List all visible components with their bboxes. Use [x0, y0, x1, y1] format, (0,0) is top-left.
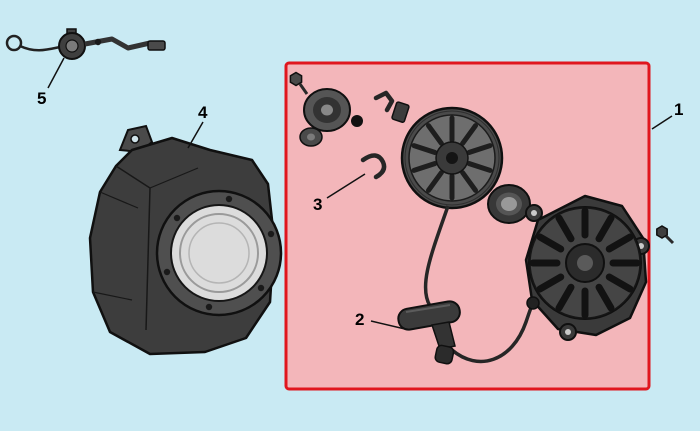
- bolt-head: [656, 225, 668, 239]
- leader-line-5: [47, 57, 65, 89]
- switch-button: [65, 39, 79, 53]
- callout-leader-lines: [47, 57, 673, 330]
- cassette-hole: [501, 197, 517, 211]
- callout-label-5: 5: [37, 89, 47, 108]
- starter-grip-handle: [397, 300, 461, 365]
- reel-hub-hole: [446, 152, 458, 164]
- grip-highlight: [405, 304, 451, 313]
- starter-rope-upper: [423, 205, 450, 307]
- leader-line-4: [187, 121, 204, 149]
- grip-end-cap: [434, 344, 455, 365]
- starter-vents: [529, 207, 641, 319]
- callout-label-2: 2: [355, 310, 365, 329]
- recoil-starter-assembly: [524, 194, 650, 341]
- set-bolt-shaft: [298, 83, 309, 95]
- starter-pawl: [391, 101, 410, 123]
- stop-switch: [5, 28, 166, 60]
- starter-center-hub: [577, 255, 593, 271]
- opening-inner-ring: [179, 213, 259, 293]
- leader-line-3: [326, 173, 366, 199]
- housing-crease-3: [92, 291, 133, 301]
- steel-ball: [351, 115, 363, 127]
- mount-bolt: [656, 225, 675, 245]
- callout-label-1: 1: [674, 100, 684, 119]
- callout-label-3: 3: [313, 195, 323, 214]
- switch-screw: [94, 38, 102, 46]
- switch-wire-loop: [5, 34, 23, 52]
- spring-clip-upper: [373, 90, 395, 113]
- set-bolt: [289, 71, 303, 87]
- bolt-shaft: [664, 234, 675, 245]
- rope-guide: [526, 296, 540, 310]
- washer-hole: [307, 133, 315, 141]
- reel-spokes: [411, 115, 493, 201]
- leader-line-1: [651, 115, 673, 130]
- friction-plate-hub: [321, 104, 333, 116]
- housing-crease-2: [99, 191, 139, 209]
- callout-label-4: 4: [198, 103, 208, 122]
- leader-line-2: [370, 320, 406, 330]
- housing-opening: [170, 204, 268, 302]
- reel-groove: [404, 110, 500, 206]
- housing-bolt-holes: [163, 195, 275, 311]
- bracket-hole: [130, 134, 140, 144]
- friction-plate-assembly: [289, 71, 351, 147]
- housing-crease-4: [149, 167, 199, 189]
- recoil-spring-cassette: [487, 184, 531, 224]
- switch-wire: [19, 44, 61, 52]
- pawl-and-springs: [351, 90, 410, 180]
- fan-housing: [88, 124, 283, 356]
- friction-spring-clip: [360, 153, 387, 180]
- opening-inner-ring-2: [188, 222, 250, 284]
- rope-reel: [400, 106, 504, 210]
- switch-bracket-end: [147, 40, 166, 51]
- grip-neck: [431, 321, 456, 350]
